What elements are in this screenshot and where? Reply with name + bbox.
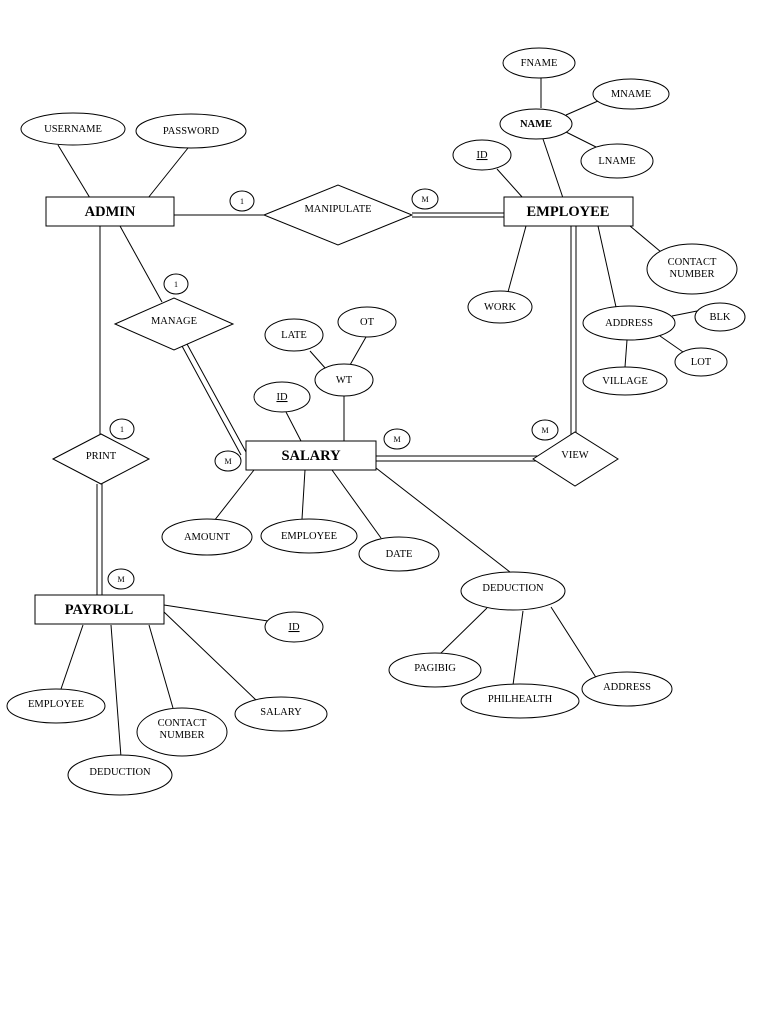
attr-deduction[interactable]: DEDUCTION: [460, 571, 566, 611]
attr-payroll-deduction[interactable]: DEDUCTION: [67, 754, 173, 796]
svg-text:ADDRESS: ADDRESS: [603, 682, 651, 693]
svg-text:DEDUCTION: DEDUCTION: [482, 583, 544, 594]
svg-text:ID: ID: [476, 150, 487, 161]
attr-village[interactable]: VILLAGE: [582, 366, 668, 396]
entity-salary[interactable]: SALARY: [245, 440, 377, 471]
attr-deduction-address[interactable]: ADDRESS: [581, 671, 673, 707]
svg-text:AMOUNT: AMOUNT: [184, 532, 231, 543]
relationship-label: VIEW: [561, 450, 588, 461]
svg-text:PHILHEALTH: PHILHEALTH: [488, 694, 553, 705]
svg-text:DEDUCTION: DEDUCTION: [89, 767, 151, 778]
svg-text:1: 1: [174, 280, 178, 289]
svg-text:OT: OT: [360, 317, 375, 328]
cardinality-print-payroll: M: [107, 568, 135, 590]
entity-payroll[interactable]: PAYROLL: [34, 594, 165, 625]
attr-salary-employee[interactable]: EMPLOYEE: [260, 518, 358, 554]
attr-salary-id[interactable]: ID: [253, 381, 311, 413]
attr-employee-id[interactable]: ID: [452, 139, 512, 171]
svg-text:NAME: NAME: [520, 119, 552, 130]
svg-text:SALARY: SALARY: [260, 707, 302, 718]
relationship-manage[interactable]: MANAGE: [113, 297, 235, 351]
svg-text:PASSWORD: PASSWORD: [163, 126, 220, 137]
relationship-label: MANIPULATE: [304, 204, 371, 215]
svg-text:EMPLOYEE: EMPLOYEE: [281, 531, 337, 542]
relationship-print[interactable]: PRINT: [51, 433, 151, 485]
svg-text:NUMBER: NUMBER: [670, 269, 715, 280]
svg-text:M: M: [224, 457, 231, 466]
svg-text:ID: ID: [288, 622, 299, 633]
svg-text:WT: WT: [336, 375, 353, 386]
attr-mname[interactable]: MNAME: [592, 78, 670, 110]
cardinality-manipulate-employee: M: [411, 188, 439, 210]
svg-text:DATE: DATE: [386, 549, 413, 560]
attr-lot[interactable]: LOT: [674, 347, 728, 377]
attr-name[interactable]: NAME: [499, 108, 573, 140]
entity-admin[interactable]: ADMIN: [45, 196, 175, 227]
attr-fname[interactable]: FNAME: [502, 47, 576, 79]
svg-text:M: M: [393, 435, 400, 444]
attr-late[interactable]: LATE: [264, 318, 324, 352]
svg-text:1: 1: [120, 425, 124, 434]
attr-pagibig[interactable]: PAGIBIG: [388, 652, 482, 688]
svg-text:NUMBER: NUMBER: [160, 730, 205, 741]
cardinality-admin-manipulate: 1: [229, 190, 255, 212]
svg-text:EMPLOYEE: EMPLOYEE: [28, 699, 84, 710]
attr-amount[interactable]: AMOUNT: [161, 518, 253, 556]
attr-date[interactable]: DATE: [358, 536, 440, 572]
svg-text:MNAME: MNAME: [611, 89, 651, 100]
cardinality-admin-print: 1: [109, 418, 135, 440]
svg-text:VILLAGE: VILLAGE: [602, 376, 648, 387]
svg-text:ID: ID: [276, 392, 287, 403]
svg-text:CONTACT: CONTACT: [158, 718, 207, 729]
svg-text:ADDRESS: ADDRESS: [605, 318, 653, 329]
relationship-label: MANAGE: [151, 316, 197, 327]
relationship-view[interactable]: VIEW: [532, 431, 619, 487]
svg-text:M: M: [541, 426, 548, 435]
attr-payroll-id[interactable]: ID: [264, 611, 324, 643]
svg-text:LATE: LATE: [281, 330, 307, 341]
attr-blk[interactable]: BLK: [694, 302, 746, 332]
attr-username[interactable]: USERNAME: [20, 112, 126, 146]
entity-label: EMPLOYEE: [527, 204, 610, 220]
attr-payroll-contact-number[interactable]: CONTACT NUMBER: [136, 707, 228, 757]
attr-ot[interactable]: OT: [337, 306, 397, 338]
cardinality-view-employee: M: [531, 419, 559, 441]
attr-philhealth[interactable]: PHILHEALTH: [460, 683, 580, 719]
svg-text:CONTACT: CONTACT: [668, 257, 717, 268]
attr-work[interactable]: WORK: [467, 290, 533, 324]
svg-text:M: M: [421, 195, 428, 204]
attr-address[interactable]: ADDRESS: [582, 305, 676, 341]
svg-text:M: M: [117, 575, 124, 584]
attr-payroll-employee[interactable]: EMPLOYEE: [6, 688, 106, 724]
svg-text:LOT: LOT: [691, 357, 712, 368]
relationship-label: PRINT: [86, 451, 117, 462]
svg-text:FNAME: FNAME: [521, 58, 558, 69]
cardinality-salary-view: M: [383, 428, 411, 450]
attr-wt[interactable]: WT: [314, 363, 374, 397]
svg-text:WORK: WORK: [484, 302, 516, 313]
entity-label: SALARY: [281, 448, 341, 464]
svg-text:USERNAME: USERNAME: [44, 124, 102, 135]
attr-password[interactable]: PASSWORD: [135, 113, 247, 149]
entity-label: ADMIN: [85, 204, 136, 220]
cardinality-manage-salary: M: [214, 450, 242, 472]
attr-lname[interactable]: LNAME: [580, 143, 654, 179]
svg-text:LNAME: LNAME: [598, 156, 635, 167]
connectors: [57, 78, 698, 758]
attr-contact-number[interactable]: CONTACT NUMBER: [646, 243, 738, 295]
attr-payroll-salary[interactable]: SALARY: [234, 696, 328, 732]
cardinality-admin-manage: 1: [163, 273, 189, 295]
svg-text:1: 1: [240, 197, 244, 206]
relationship-manipulate[interactable]: MANIPULATE: [262, 184, 414, 246]
svg-text:BLK: BLK: [710, 312, 731, 323]
entity-employee[interactable]: EMPLOYEE: [503, 196, 634, 227]
entity-label: PAYROLL: [65, 602, 134, 618]
svg-text:PAGIBIG: PAGIBIG: [414, 663, 456, 674]
